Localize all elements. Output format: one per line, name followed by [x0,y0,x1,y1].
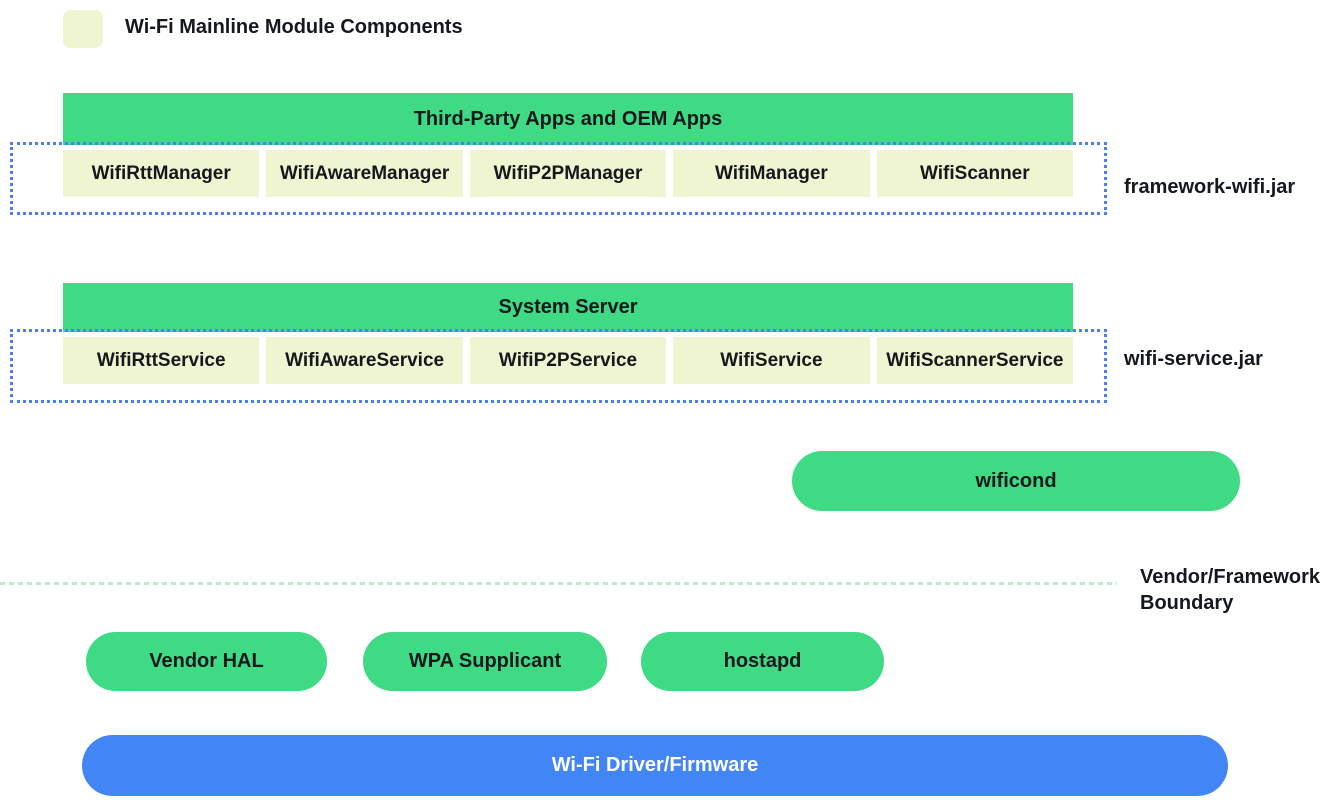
wifi-service-jar-boundary [10,329,1107,403]
framework-wifi-jar-label: framework-wifi.jar [1124,176,1296,198]
wificond-pill: wificond [792,451,1240,511]
legend-title: Wi-Fi Mainline Module Components [125,16,463,38]
vendor-framework-boundary-line [0,582,1117,585]
wifi-driver-firmware-bar: Wi-Fi Driver/Firmware [82,735,1228,796]
box-wifi-p2p-service: WifiP2PService [469,337,667,384]
service-api-row: WifiRttService WifiAwareService WifiP2PS… [63,337,1074,384]
framework-api-row: WifiRttManager WifiAwareManager WifiP2PM… [63,150,1074,197]
box-wifi-aware-service: WifiAwareService [266,337,463,384]
third-party-apps-header: Third-Party Apps and OEM Apps [63,93,1073,145]
wpa-supplicant-pill: WPA Supplicant [363,632,607,691]
box-wifi-service: WifiService [673,337,870,384]
wifi-service-jar-label: wifi-service.jar [1124,348,1263,370]
box-wifi-scanner: WifiScanner [876,150,1074,197]
box-wifi-scanner-service: WifiScannerService [876,337,1074,384]
box-wifi-p2p-manager: WifiP2PManager [469,150,667,197]
framework-wifi-jar-boundary [10,142,1107,215]
box-wifi-rtt-manager: WifiRttManager [63,150,260,197]
legend-mainline-swatch [63,10,103,48]
vendor-hal-pill: Vendor HAL [86,632,327,691]
system-server-header: System Server [63,283,1073,332]
hostapd-pill: hostapd [641,632,884,691]
box-wifi-rtt-service: WifiRttService [63,337,260,384]
box-wifi-aware-manager: WifiAwareManager [266,150,463,197]
box-wifi-manager: WifiManager [673,150,870,197]
vendor-framework-boundary-label: Vendor/Framework Boundary [1140,566,1321,614]
